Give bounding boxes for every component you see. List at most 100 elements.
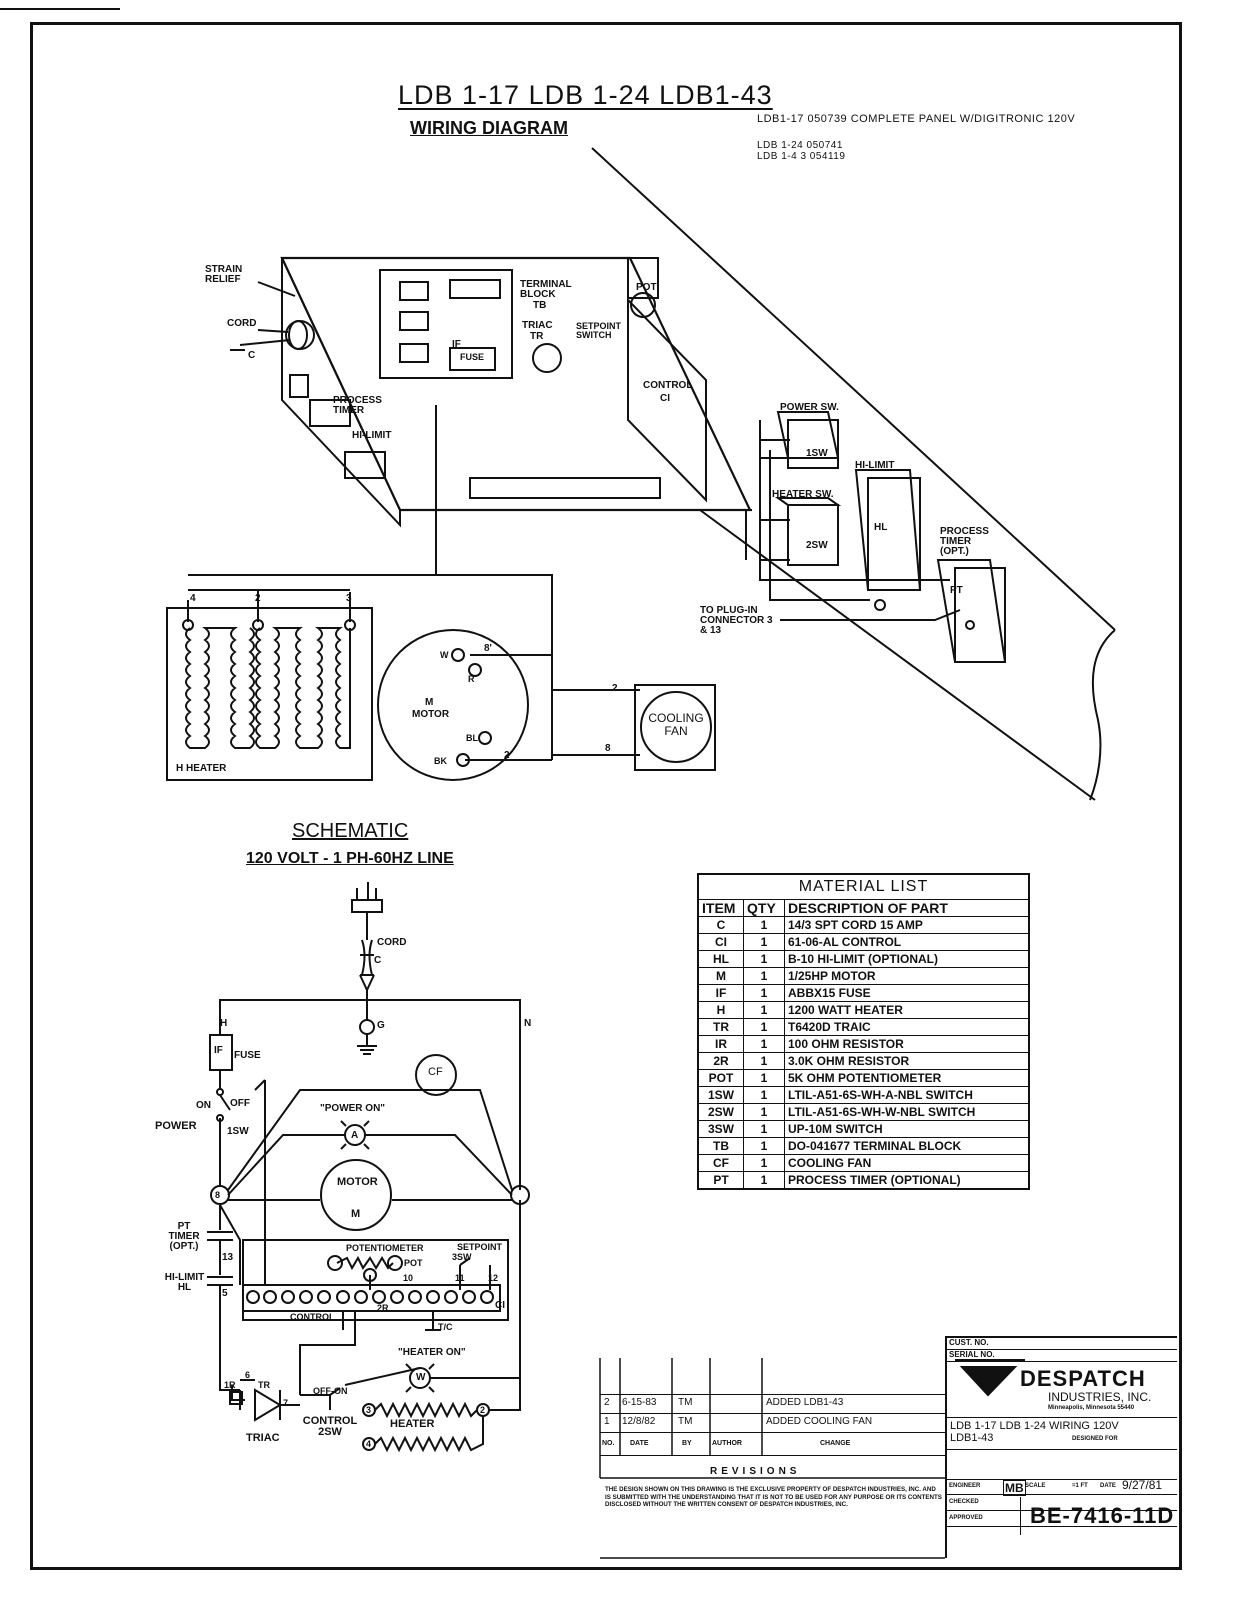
if-label: IF (452, 339, 461, 350)
tb-label: TB (533, 300, 547, 311)
description-cell: 1/25HP MOTOR (784, 967, 1030, 985)
item-cell: 1SW (697, 1086, 744, 1104)
drawing-title-block-2: LDB1-43 (950, 1432, 994, 1444)
description-cell: PROCESS TIMER (OPTIONAL) (784, 1171, 1030, 1190)
pt-label: PT (950, 585, 963, 596)
switches-right (745, 411, 1007, 663)
revisions-rule (600, 1432, 945, 1433)
item-cell: H (697, 1001, 744, 1019)
company-name: DESPATCH (1020, 1366, 1146, 1391)
drawing-title-row (947, 1418, 1177, 1450)
sch-heater-label: HEATER (390, 1418, 435, 1430)
sch-lamp-w-label: W (416, 1372, 426, 1383)
qty-cell: 1 (743, 1137, 785, 1155)
revision-header-change: CHANGE (820, 1440, 851, 1447)
material-header: QTY (743, 899, 785, 917)
description-cell: 61-06-AL CONTROL (784, 933, 1030, 951)
engineer-value: MB (1003, 1480, 1026, 1496)
sch-n-label: N (524, 1018, 532, 1029)
qty-cell: 1 (743, 1103, 785, 1121)
description-cell: LTIL-A51-6S-WH-A-NBL SWITCH (784, 1086, 1030, 1104)
sch-off-label: OFF (230, 1098, 250, 1109)
sch-3sw-label: 3SW (452, 1252, 472, 1262)
sch-off-on-label: OFF-ON (313, 1386, 348, 1396)
hi-limit-label: HI-LIMIT (352, 430, 392, 441)
sch-setpoint-label: SETPOINT (457, 1242, 503, 1252)
sch-node-8: 8 (215, 1190, 221, 1200)
strain-relief-label: STRAIN RELIEF (205, 264, 243, 285)
description-cell: 1200 WATT HEATER (784, 1001, 1030, 1019)
process-timer-opt-label: PROCESS TIMER (OPT.) (940, 526, 989, 557)
sch-triac-label: TRIAC (246, 1432, 280, 1444)
pot-label: POT (636, 282, 657, 293)
serial-no-row: SERIAL NO. (947, 1350, 1177, 1362)
scale-label: SCALE (1025, 1483, 1046, 1489)
description-cell: DO-041677 TERMINAL BLOCK (784, 1137, 1030, 1155)
revisions-rule (600, 1455, 945, 1456)
approved-label: APPROVED (949, 1515, 983, 1521)
cut-line-lower (699, 509, 1096, 801)
control-panel-box (230, 256, 752, 528)
sch-pot-label: POT (404, 1258, 423, 1268)
sch-terminal-7: 7 (283, 1398, 289, 1408)
engineer-label: ENGINEER (949, 1483, 981, 1489)
qty-cell: 1 (743, 1069, 785, 1087)
revision-by: TM (678, 1397, 693, 1408)
revision-header-by: BY (682, 1440, 692, 1447)
terminal-block-label: TERMINAL BLOCK (520, 279, 572, 300)
revision-no: 2 (604, 1397, 610, 1408)
hl-label: HL (874, 522, 888, 533)
motor-label: MOTOR (412, 709, 450, 720)
company-name-2: INDUSTRIES, INC. (1048, 1390, 1152, 1404)
schematic-title: SCHEMATIC (292, 820, 409, 842)
motor-wire-8p: 8' (484, 643, 492, 654)
engineer-row (947, 1479, 1177, 1495)
sch-pt-timer-label: PT TIMER (OPT.) (168, 1221, 200, 1252)
revisions-grid (599, 1358, 945, 1559)
heater-terminal-4: 4 (190, 593, 196, 604)
motor-w-label: W (440, 650, 449, 660)
sch-1sw-label: 1SW (227, 1126, 249, 1137)
description-cell: T6420D TRAIC (784, 1018, 1030, 1036)
tr-label: TR (530, 331, 544, 342)
sch-terminal-12: 12 (488, 1273, 499, 1283)
description-cell: UP-10M SWITCH (784, 1120, 1030, 1138)
sch-power-on-label: "POWER ON" (320, 1103, 386, 1114)
schematic-subtitle: 120 VOLT - 1 PH-60HZ LINE (246, 850, 454, 867)
sw2-label: 2SW (806, 540, 828, 551)
revision-header-date: DATE (630, 1440, 649, 1447)
revisions-title: REVISIONS (710, 1466, 801, 1477)
sch-if-label: IF (214, 1045, 223, 1056)
sch-terminal-2: 2 (480, 1405, 486, 1415)
proprietary-notice: THE DESIGN SHOWN ON THIS DRAWING IS THE … (605, 1486, 942, 1508)
sch-terminal-4: 4 (366, 1439, 372, 1449)
cord-c-label: C (248, 350, 256, 361)
sch-h-label: H (220, 1018, 228, 1029)
heater-element (166, 607, 373, 781)
item-cell: M (697, 967, 744, 985)
qty-cell: 1 (743, 967, 785, 985)
revision-header-author: AUTHOR (712, 1440, 742, 1447)
qty-cell: 1 (743, 1052, 785, 1070)
drawing-number: BE-7416-11D (1030, 1503, 1175, 1528)
sch-control-2sw-label: CONTROL 2SW (302, 1415, 358, 1438)
triac-label: TRIAC (522, 320, 553, 331)
sch-potentiometer-label: POTENTIOMETER (346, 1243, 424, 1253)
item-cell: IR (697, 1035, 744, 1053)
qty-cell: 1 (743, 1120, 785, 1138)
sch-cord-label: CORD (377, 937, 407, 948)
date-label: DATE (1100, 1483, 1116, 1489)
despatch-logo (959, 1366, 1018, 1397)
checked-row (947, 1495, 1177, 1511)
